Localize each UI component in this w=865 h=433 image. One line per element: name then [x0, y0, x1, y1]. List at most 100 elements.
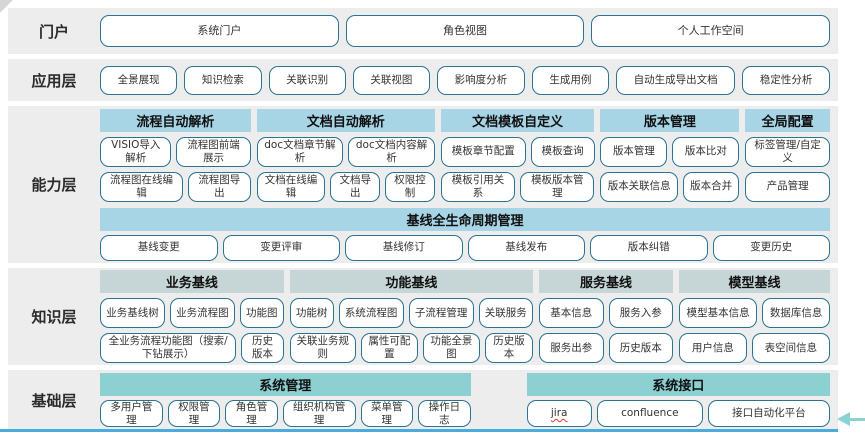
layer-label-portal: 门户 — [38, 22, 69, 41]
group-row: 文档在线编辑文档导出权限控制 — [256, 171, 435, 202]
group-row: VISIO导入解析流程图前端展示 — [100, 136, 251, 167]
group-row: 多用户管理权限管理角色管理组织机构管理菜单管理操作日志 — [100, 400, 471, 427]
layer-application: 应用层 全景展现知识检索关联识别关联视图影响度分析生成用例自动生成导出文档稳定性… — [8, 59, 838, 101]
layer-foundation: 基础层 系统管理 多用户管理权限管理角色管理组织机构管理菜单管理操作日志 系统接… — [8, 370, 838, 430]
knowledge-item: 关联业务规则 — [289, 333, 356, 363]
group-header: 流程自动解析 — [100, 108, 251, 132]
group-row: 模板章节配置模板查询 — [440, 136, 595, 167]
foundation-content: 系统管理 多用户管理权限管理角色管理组织机构管理菜单管理操作日志 系统接口 ji… — [100, 370, 838, 430]
baseline-item: 基线修订 — [345, 234, 463, 261]
capability-groups: 流程自动解析 VISIO导入解析流程图前端展示 流程图在线编辑流程图导出 文档自… — [100, 108, 831, 202]
capability-group-baseline-lifecycle: 基线全生命周期管理 基线变更变更评审基线修订基线发布版本纠错变更历史 — [100, 207, 830, 261]
baseline-item: 变更历史 — [712, 234, 830, 261]
group-row: 产品管理 — [745, 171, 831, 202]
group-header: 全局配置 — [745, 108, 831, 132]
group-row: 全业务流程功能图（搜索/下钻展示）历史版本 — [100, 333, 284, 363]
capability-item: doc文档章节解析 — [256, 136, 344, 167]
group-header: 业务基线 — [100, 270, 284, 293]
arrow-tail-line — [850, 417, 865, 421]
knowledge-item: 历史版本 — [241, 333, 284, 363]
knowledge-item: 模型基本信息 — [679, 298, 758, 328]
layer-label-foundation: 基础层 — [31, 391, 77, 410]
layer-capability: 能力层 流程自动解析 VISIO导入解析流程图前端展示 流程图在线编辑流程图导出… — [8, 106, 838, 263]
group-row: 服务出参历史版本 — [539, 333, 674, 363]
capability-item: 模板引用关系 — [440, 171, 516, 202]
foundation-item: 组织机构管理 — [282, 400, 356, 427]
foundation-item: confluence — [596, 400, 703, 427]
knowledge-item: 功能树 — [289, 298, 334, 328]
foundation-groups: 系统管理 多用户管理权限管理角色管理组织机构管理菜单管理操作日志 系统接口 ji… — [100, 373, 830, 427]
capability-group-process-auto-parse: 流程自动解析 VISIO导入解析流程图前端展示 流程图在线编辑流程图导出 — [100, 108, 251, 202]
left-arrow-decoration — [837, 412, 865, 426]
group-row: 流程图在线编辑流程图导出 — [100, 171, 251, 202]
capability-item: 权限控制 — [385, 171, 435, 202]
application-item: 关联视图 — [352, 65, 430, 95]
group-header: 模型基线 — [679, 270, 830, 293]
knowledge-group-function-baseline: 功能基线 功能树系统流程图子流程管理关联服务 关联业务规则属性可配置功能全景图历… — [289, 270, 534, 363]
application-item: 生成用例 — [531, 65, 609, 95]
knowledge-item: 服务出参 — [539, 333, 604, 363]
portal-item: 个人工作空间 — [591, 15, 831, 47]
capability-item: 版本比对 — [672, 136, 740, 167]
group-row: 功能树系统流程图子流程管理关联服务 — [289, 298, 534, 328]
capability-group-global-config: 全局配置 标签管理/自定义 产品管理 — [745, 108, 831, 202]
knowledge-item: 关联服务 — [478, 298, 534, 328]
group-row: 基本信息服务入参 — [539, 298, 674, 328]
knowledge-item: 数据库信息 — [762, 298, 830, 328]
knowledge-item: 历史版本 — [484, 333, 534, 363]
group-row: 关联业务规则属性可配置功能全景图历史版本 — [289, 333, 534, 363]
application-button-row: 全景展现知识检索关联识别关联视图影响度分析生成用例自动生成导出文档稳定性分析 — [100, 59, 838, 101]
knowledge-item: 子流程管理 — [408, 298, 474, 328]
capability-item: 文档在线编辑 — [256, 171, 326, 202]
capability-group-version-mgmt: 版本管理 版本管理版本比对 版本关联信息版本合并 — [600, 108, 740, 202]
group-header: 基线全生命周期管理 — [100, 207, 830, 231]
group-row: 版本管理版本比对 — [600, 136, 740, 167]
foundation-item: 权限管理 — [167, 400, 221, 427]
baseline-item: 变更评审 — [222, 234, 340, 261]
knowledge-item: 功能全景图 — [422, 333, 480, 363]
group-row: 版本关联信息版本合并 — [600, 171, 740, 202]
bottom-border-line — [0, 429, 838, 432]
group-row: 模型基本信息数据库信息 — [679, 298, 830, 328]
foundation-item: 多用户管理 — [100, 400, 163, 427]
capability-item: 模板查询 — [530, 136, 595, 167]
group-header: 服务基线 — [539, 270, 674, 293]
group-header: 系统接口 — [526, 373, 830, 396]
knowledge-item: 业务流程图 — [169, 298, 235, 328]
application-item: 影响度分析 — [437, 65, 525, 95]
knowledge-item: 全业务流程功能图（搜索/下钻展示） — [100, 333, 237, 363]
portal-item: 系统门户 — [100, 15, 339, 47]
baseline-item: 基线变更 — [100, 234, 218, 261]
group-header: 文档模板自定义 — [440, 108, 595, 132]
knowledge-item: 用户信息 — [679, 333, 747, 363]
group-row: 标签管理/自定义 — [745, 136, 831, 167]
foundation-gap — [477, 373, 521, 427]
foundation-item: 接口自动化平台 — [707, 400, 830, 427]
baseline-item: 基线发布 — [467, 234, 585, 261]
capability-item: VISIO导入解析 — [100, 136, 172, 167]
knowledge-item: 服务入参 — [608, 298, 674, 328]
capability-item: 模板章节配置 — [440, 136, 526, 167]
layer-knowledge: 知识层 业务基线 业务基线树业务流程图功能图 全业务流程功能图（搜索/下钻展示）… — [8, 268, 838, 365]
group-header: 文档自动解析 — [256, 108, 435, 132]
layer-portal: 门户 系统门户角色视图个人工作空间 — [8, 8, 838, 54]
knowledge-group-model-baseline: 模型基线 模型基本信息数据库信息 用户信息表空间信息 — [679, 270, 830, 363]
knowledge-item: 系统流程图 — [338, 298, 404, 328]
capability-item: 流程图在线编辑 — [100, 171, 183, 202]
capability-item: doc文档内容解析 — [348, 136, 435, 167]
knowledge-group-business-baseline: 业务基线 业务基线树业务流程图功能图 全业务流程功能图（搜索/下钻展示）历史版本 — [100, 270, 284, 363]
application-item: 知识检索 — [184, 65, 262, 95]
capability-item: 版本合并 — [682, 171, 740, 202]
capability-item: 版本关联信息 — [600, 171, 678, 202]
portal-item: 角色视图 — [345, 15, 585, 47]
application-item: 稳定性分析 — [742, 65, 830, 95]
capability-item: 产品管理 — [745, 171, 831, 202]
foundation-item: 角色管理 — [225, 400, 278, 427]
capability-item: 版本管理 — [600, 136, 668, 167]
baseline-item: 版本纠错 — [590, 234, 708, 261]
knowledge-item: 业务基线树 — [100, 298, 165, 328]
